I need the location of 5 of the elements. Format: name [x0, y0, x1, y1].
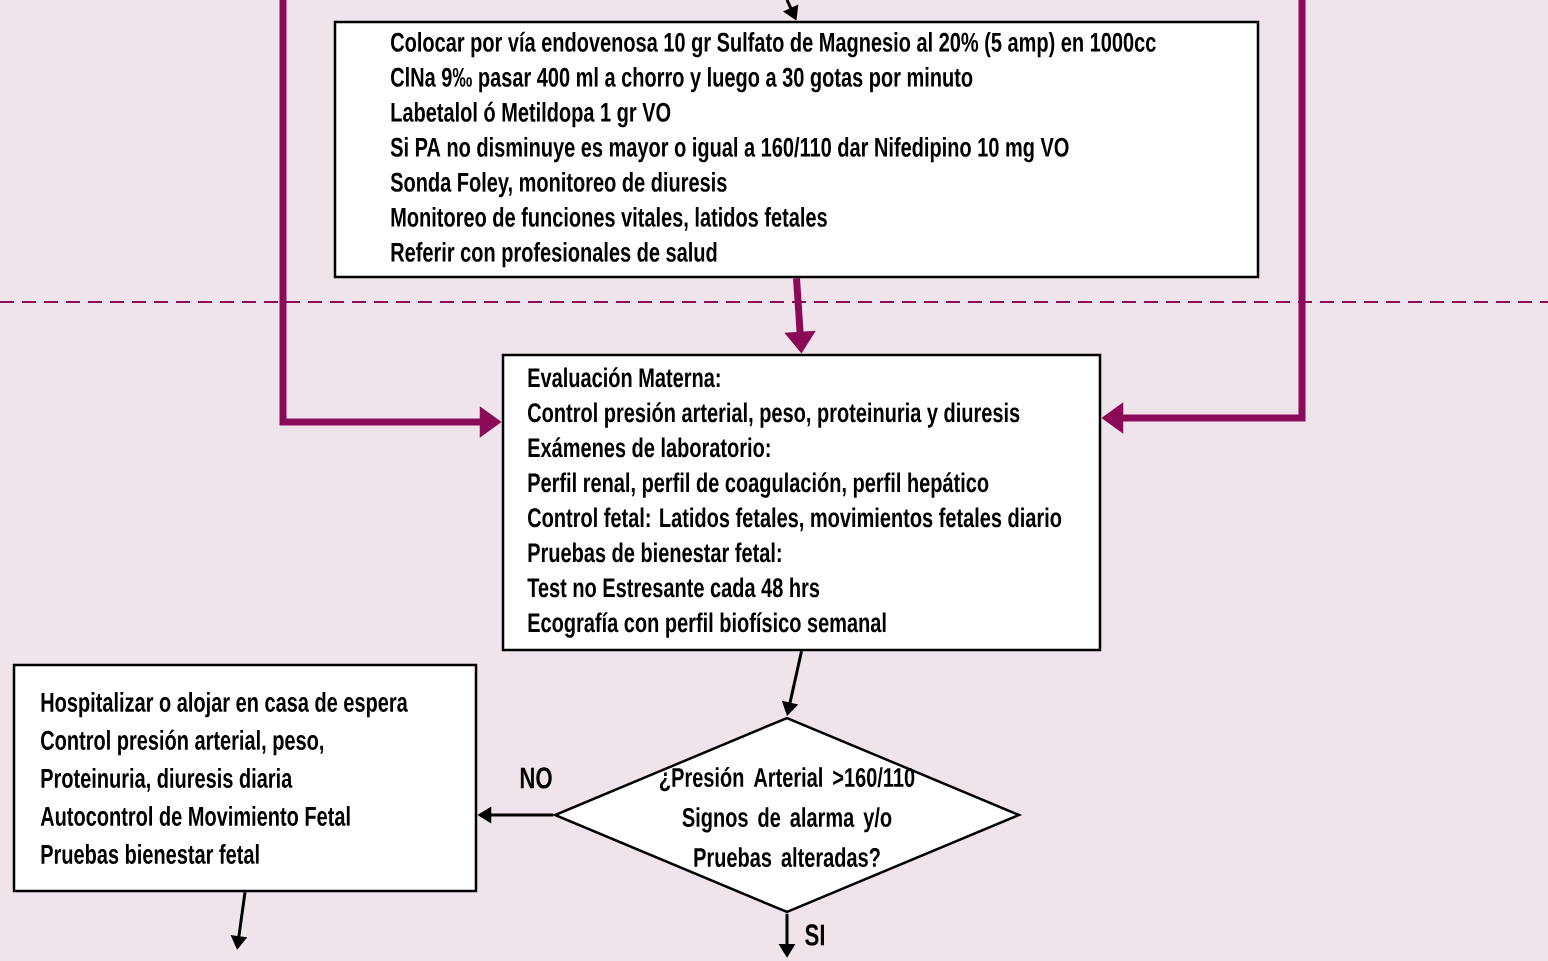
edge-label: NO: [518, 766, 554, 790]
edge-label: SI: [803, 923, 827, 947]
process-box: Colocar por vía endovenosa 10 gr Sulfato de Magnesio al 20% (5 amp) en 1000cc ClNa 9‰ pasar 400 ml a chorro y luego a 30 gotas por minuto Labetalol ó Metildopa 1 gr VO Si PA no disminuye es mayor o igual a 160/110 dar Nifedipino 10 mg VO Sonda Foley, monitoreo de diuresis Monitoreo de funciones vitales, latidos fetales Referir con profesionales de salud: [333, 20, 1260, 279]
process-box: Hospitalizar o alojar en casa de espera Control presión arterial, peso, Proteinuria, diuresis diaria Autocontrol de Movimiento Fetal Pruebas bienestar fetal: [12, 663, 478, 893]
process-box: Evaluación Materna: Control presión arterial, peso, proteinuria y diuresis Exámenes de laboratorio: Perfil renal, perfil de coagulación, perfil hepático Control fetal: Latidos fetales, movimientos fetales diario Pruebas de bienestar fetal: Test no Estresante cada 48 hrs Ecografía con perfil biofísico semanal: [501, 353, 1102, 652]
